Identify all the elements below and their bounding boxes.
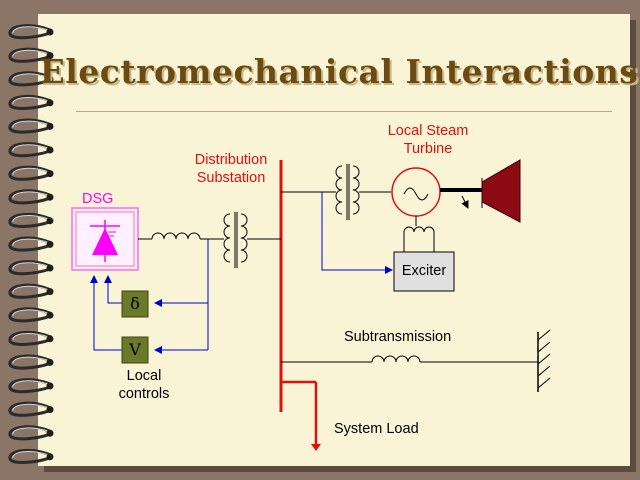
dsg-block (71, 207, 139, 271)
binding-ring-icon (8, 236, 54, 252)
binding-ring-icon (8, 118, 54, 134)
controls-label-line1: Local (126, 368, 162, 384)
turbine-label-line1: Local Steam (387, 123, 469, 139)
binding-ring-icon (8, 71, 54, 87)
v-label: V (129, 340, 141, 359)
transformer-substation (222, 212, 248, 268)
substation-label-line2: Substation (196, 170, 266, 186)
binding-ring-icon (8, 24, 54, 40)
binding-ring-icon (8, 142, 54, 158)
binding-ring-icon (8, 307, 54, 323)
binding-ring-icon (8, 425, 54, 441)
generator-icon (391, 167, 441, 217)
distribution-bus (279, 160, 321, 451)
substation-label-line1: Distribution (194, 152, 268, 168)
binding-ring-icon (8, 189, 54, 205)
spiral-rings (8, 24, 54, 464)
system-load-label: System Load (334, 421, 419, 437)
binding-ring-icon (8, 354, 54, 370)
binding-ring-icon (8, 47, 54, 63)
field-winding (403, 226, 435, 233)
slide-title: Electromechanical Interactions (39, 52, 639, 91)
binding-ring-icon (8, 378, 54, 394)
binding-ring-icon (8, 260, 54, 276)
turbine-label: Local Steam Turbine (378, 122, 478, 158)
turbine-label-line2: Turbine (403, 141, 453, 157)
binding-ring-icon (8, 448, 54, 464)
inductor-dsg (151, 232, 201, 240)
binding-ring-icon (8, 94, 54, 110)
exciter-box (393, 251, 455, 292)
binding-ring-icon (8, 283, 54, 299)
dsg-label: DSG (82, 191, 114, 207)
inductor-subtransmission (371, 355, 421, 363)
subtransmission-label: Subtransmission (344, 329, 452, 345)
controls-label-line2: controls (118, 386, 170, 402)
voltage-control-box (121, 336, 149, 364)
controls-label: Local controls (106, 367, 182, 403)
substation-label: Distribution Substation (176, 151, 286, 187)
binding-ring-icon (8, 401, 54, 417)
binding-ring-icon (8, 330, 54, 346)
binding-ring-icon (8, 212, 54, 228)
turbine-icon (481, 159, 521, 223)
diode-icon (90, 220, 120, 262)
delta-label: δ (130, 294, 140, 313)
delta-control-box (121, 290, 149, 318)
slide-page (38, 14, 630, 466)
transformer-turbine (335, 164, 360, 220)
title-underline (76, 111, 612, 112)
binding-ring-icon (8, 165, 54, 181)
ground-icon (537, 329, 551, 392)
exciter-label: Exciter (401, 263, 447, 279)
